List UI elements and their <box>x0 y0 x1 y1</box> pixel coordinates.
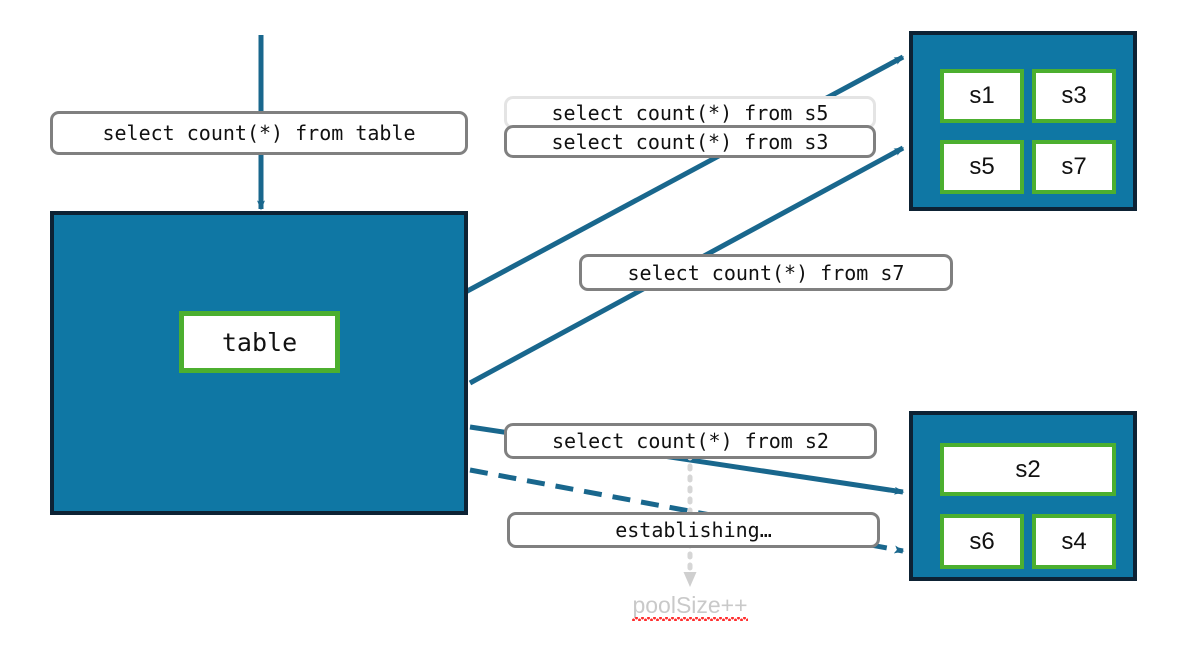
table-node[interactable]: table <box>179 311 340 373</box>
chip-query-s3[interactable]: select count(*) from s3 <box>504 125 876 158</box>
server-node-s6[interactable]: s6 <box>940 514 1024 569</box>
server-node-s1[interactable]: s1 <box>940 69 1024 123</box>
server-node-s3[interactable]: s3 <box>1032 69 1116 123</box>
server-node-s4[interactable]: s4 <box>1032 514 1116 569</box>
server-pool-top: s1 s3 s5 s7 <box>909 31 1137 211</box>
chip-incoming-query[interactable]: select count(*) from table <box>50 111 468 155</box>
poolsize-label: poolSize++ <box>632 592 748 621</box>
chip-query-s7[interactable]: select count(*) from s7 <box>579 254 953 291</box>
server-pool-bottom: s2 s6 s4 <box>909 411 1137 581</box>
chip-establishing[interactable]: establishing… <box>507 512 880 548</box>
server-node-s2[interactable]: s2 <box>940 443 1116 496</box>
chip-query-s2[interactable]: select count(*) from s2 <box>504 423 877 459</box>
server-node-s7[interactable]: s7 <box>1032 140 1116 194</box>
server-node-s5[interactable]: s5 <box>940 140 1024 194</box>
poolsize-annotation: poolSize++ <box>600 592 780 621</box>
